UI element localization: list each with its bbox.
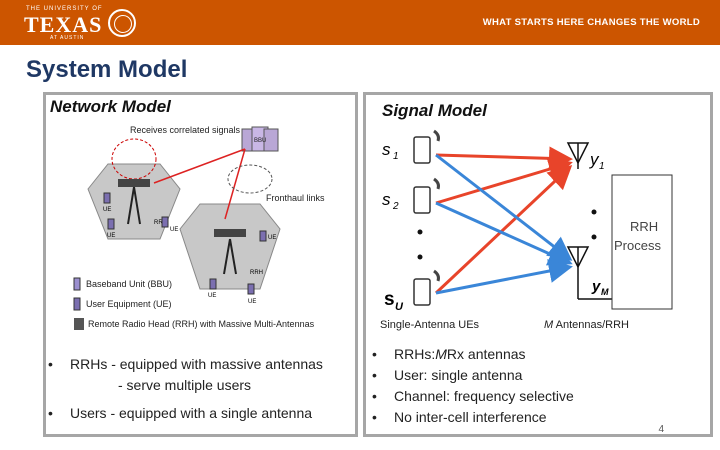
network-model-heading: Network Model bbox=[50, 97, 171, 116]
callout-fronthaul-text: Fronthaul links bbox=[266, 193, 325, 203]
cell-right bbox=[179, 203, 281, 290]
header-tagline: WHAT STARTS HERE CHANGES THE WORLD bbox=[482, 17, 700, 28]
rrh-process-box bbox=[611, 174, 673, 310]
callout-correlated-text: Receives correlated signals bbox=[130, 125, 241, 135]
rrh-tower-right-icon: RRH bbox=[214, 229, 263, 276]
legend-ue: User Equipment (UE) bbox=[86, 299, 172, 309]
antenna-icons bbox=[566, 142, 612, 300]
source-label-1: s bbox=[382, 140, 391, 159]
legend-rrh: Remote Radio Head (RRH) with Massive Mul… bbox=[88, 319, 315, 329]
signal-model-heading: Signal Model bbox=[382, 101, 487, 120]
svg-text:M: M bbox=[601, 287, 609, 297]
rrh-process-label-1: RRH bbox=[630, 219, 658, 234]
signal-bullet: •No inter-cell interference bbox=[372, 409, 547, 425]
phone-icons bbox=[413, 136, 431, 306]
svg-text:1: 1 bbox=[393, 151, 399, 162]
svg-text:1: 1 bbox=[599, 161, 605, 172]
bbu-servers-icon: BBU bbox=[241, 126, 279, 152]
output-label-m: y bbox=[591, 278, 601, 295]
svg-text:UE: UE bbox=[248, 299, 256, 305]
rrh-process-label-2: Process bbox=[614, 238, 661, 253]
fronthaul-circle bbox=[227, 164, 273, 194]
signal-bullet: •RRHs: M Rx antennas bbox=[372, 346, 526, 362]
rrh-tower-left-icon: RRH bbox=[118, 179, 167, 226]
svg-text:U: U bbox=[395, 301, 404, 313]
legend-ue-icon bbox=[73, 297, 81, 311]
svg-text:UE: UE bbox=[170, 227, 178, 233]
page-number: 4 bbox=[658, 424, 664, 435]
network-bullets: •RRHs - equipped with massive antennas -… bbox=[48, 354, 323, 424]
svg-text:UE: UE bbox=[268, 235, 276, 241]
logo-university-line: THE UNIVERSITY OF bbox=[26, 6, 103, 12]
svg-text:RRH: RRH bbox=[154, 220, 167, 226]
signal-model-panel: Signal Model s 1 s 2 s U bbox=[363, 92, 713, 437]
output-label-1: y bbox=[589, 150, 600, 169]
source-label-u: s bbox=[384, 289, 395, 310]
logo-austin-line: AT AUSTIN bbox=[50, 35, 85, 41]
legend-bbu-icon bbox=[73, 277, 81, 291]
network-model-panel: Network Model Receives correlated signal… bbox=[43, 92, 358, 437]
caption-antennas-per-rrh: M Antennas/RRH bbox=[544, 319, 629, 331]
svg-text:UE: UE bbox=[103, 207, 111, 213]
legend-bbu: Baseband Unit (BBU) bbox=[86, 279, 172, 289]
svg-text:2: 2 bbox=[392, 201, 399, 212]
svg-text:UE: UE bbox=[208, 293, 216, 299]
caption-single-antenna: Single-Antenna UEs bbox=[380, 319, 480, 331]
signal-bullet: •Channel: frequency selective bbox=[372, 388, 574, 404]
cell-left bbox=[87, 163, 181, 240]
ue-phone-icons bbox=[103, 192, 267, 295]
signal-diagram: s 1 s 2 s U bbox=[382, 129, 673, 313]
svg-text:RRH: RRH bbox=[250, 270, 263, 276]
header-banner: THE UNIVERSITY OF TEXAS AT AUSTIN WHAT S… bbox=[0, 0, 720, 45]
source-label-2: s bbox=[382, 190, 391, 209]
network-bullet-sub: - serve multiple users bbox=[118, 377, 252, 393]
network-diagram: Receives correlated signals BBU Fronthau… bbox=[73, 125, 325, 330]
network-bullet: •Users - equipped with a single antenna bbox=[48, 405, 313, 421]
legend-rrh-icon bbox=[74, 318, 84, 330]
slide-title: System Model bbox=[26, 56, 188, 83]
network-bullet: •RRHs - equipped with massive antennas bbox=[48, 356, 323, 372]
svg-text:UE: UE bbox=[107, 233, 115, 239]
logo-texas-wordmark: TEXAS bbox=[24, 12, 103, 37]
signal-bullets: •RRHs: M Rx antennas •User: single anten… bbox=[372, 344, 574, 428]
svg-text:BBU: BBU bbox=[254, 138, 266, 144]
university-seal-icon bbox=[108, 9, 136, 37]
signal-bullet: •User: single antenna bbox=[372, 367, 523, 383]
